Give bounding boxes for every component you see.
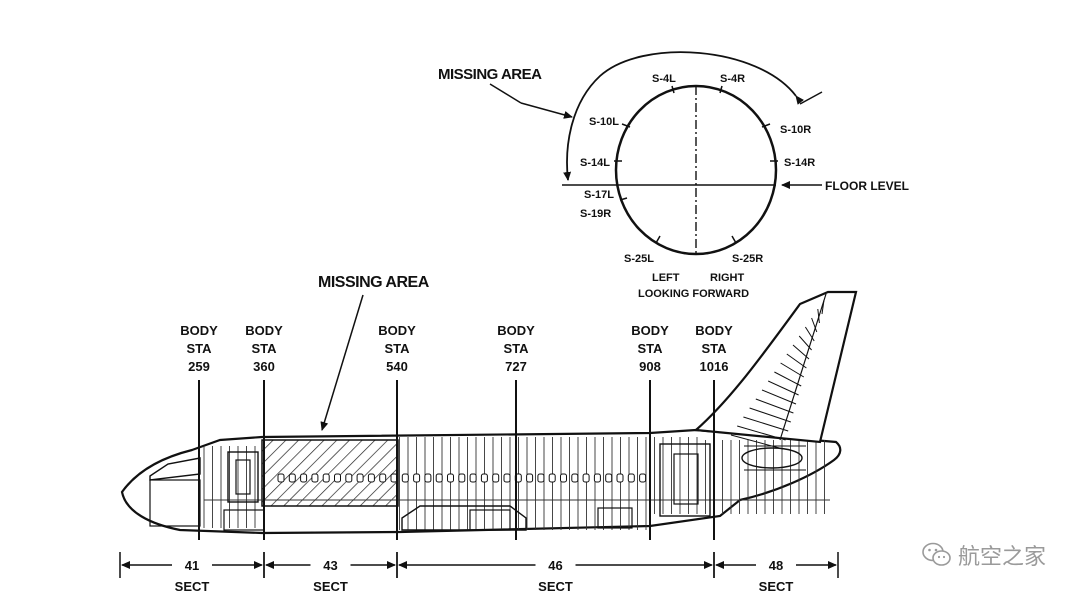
- cabin-window: [288, 473, 296, 483]
- cabin-window: [571, 473, 579, 483]
- looking-forward-label: LOOKING FORWARD: [638, 288, 749, 300]
- floor-level-label: FLOOR LEVEL: [825, 179, 909, 193]
- cabin-window: [334, 473, 341, 483]
- cabin-window: [379, 473, 387, 483]
- cabin-window: [639, 473, 647, 483]
- stringer-label: S-4L: [652, 73, 676, 85]
- station-label: STA: [637, 341, 663, 356]
- station-label: STA: [186, 341, 212, 356]
- stringer-label: S-4R: [720, 73, 745, 85]
- stringer-label: S-10L: [589, 116, 619, 128]
- tail-rib: [743, 416, 789, 432]
- station-label: 1016: [700, 359, 729, 374]
- section-label: SECT: [175, 579, 210, 594]
- station-label: 908: [639, 359, 661, 374]
- missing-area-hatch: [261, 439, 399, 507]
- cabin-window: [503, 473, 511, 483]
- station-label: 727: [505, 359, 527, 374]
- tail-rib: [804, 326, 815, 342]
- stringer-label: S-25L: [624, 253, 654, 265]
- stringer-label: S-25R: [732, 253, 763, 265]
- station-label: STA: [503, 341, 529, 356]
- side-missing-area-leader: [320, 294, 364, 431]
- cabin-window: [401, 473, 409, 483]
- cabin-window: [593, 473, 601, 483]
- cabin-window: [492, 473, 500, 483]
- stringer-label: S-14L: [580, 157, 610, 169]
- station-label: BODY: [695, 323, 733, 338]
- section-label: SECT: [759, 579, 794, 594]
- section-number: 41: [185, 558, 199, 573]
- station-label: STA: [384, 341, 410, 356]
- section-number: 43: [323, 558, 337, 573]
- missing-area-label: MISSING AREA: [438, 66, 542, 83]
- watermark-text: 航空之家: [957, 545, 1046, 570]
- tail-rib: [811, 317, 818, 333]
- station-label: BODY: [245, 323, 283, 338]
- station-label: BODY: [180, 323, 218, 338]
- cabin-window: [537, 473, 545, 483]
- cabin-window: [435, 473, 443, 483]
- cabin-window: [311, 473, 319, 483]
- cabin-window: [345, 473, 353, 483]
- cabin-window: [627, 473, 635, 483]
- section-number: 48: [769, 558, 783, 573]
- right-label: RIGHT: [710, 272, 745, 284]
- cabin-window: [560, 473, 567, 483]
- section-number: 46: [548, 558, 562, 573]
- station-label: STA: [251, 341, 277, 356]
- left-label: LEFT: [652, 272, 680, 284]
- station-label: BODY: [631, 323, 669, 338]
- tail-rib: [774, 371, 802, 387]
- station-label: 259: [188, 359, 210, 374]
- station-label: 540: [386, 359, 408, 374]
- stringer-label: S-10R: [780, 124, 811, 136]
- watermark: 航空之家: [922, 539, 1046, 571]
- tail-rib: [730, 434, 784, 450]
- tail-rib: [737, 425, 786, 441]
- cabin-window: [413, 473, 421, 483]
- stringer-label: S-19R: [580, 208, 611, 220]
- cabin-window: [469, 473, 477, 483]
- cabin-window: [356, 473, 364, 483]
- station-label: BODY: [378, 323, 416, 338]
- cabin-window: [605, 473, 613, 483]
- cabin-window: [616, 473, 624, 483]
- missing-area-leader: [489, 83, 522, 104]
- stringer-label: S-17L: [584, 189, 614, 201]
- section-label: SECT: [538, 579, 573, 594]
- cabin-window: [447, 473, 454, 483]
- station-label: 360: [253, 359, 275, 374]
- station-label: BODY: [497, 323, 535, 338]
- cabin-window: [322, 473, 330, 483]
- cross-section-view: S-4L S-4R S-10L S-10R S-14L S-14R S-17L …: [438, 51, 909, 300]
- tail-rib: [755, 398, 794, 414]
- cabin-window: [277, 473, 285, 483]
- cabin-window: [480, 473, 488, 483]
- cabin-window: [424, 473, 432, 483]
- tail-rib: [780, 362, 805, 378]
- cabin-window: [526, 473, 534, 483]
- missing-area-arc: [563, 51, 805, 181]
- wechat-icon: [922, 542, 951, 566]
- section-label: SECT: [313, 579, 348, 594]
- stringer-label: S-14R: [784, 157, 815, 169]
- tail-rib: [767, 380, 799, 396]
- tail-rib: [749, 407, 791, 423]
- side-missing-area-label: MISSING AREA: [318, 274, 430, 291]
- cabin-window: [582, 473, 590, 483]
- cabin-window: [367, 473, 375, 483]
- tail-rib: [761, 389, 797, 405]
- cabin-window: [458, 473, 466, 483]
- station-label: STA: [701, 341, 727, 356]
- cabin-window: [548, 473, 556, 483]
- cabin-window: [300, 473, 308, 483]
